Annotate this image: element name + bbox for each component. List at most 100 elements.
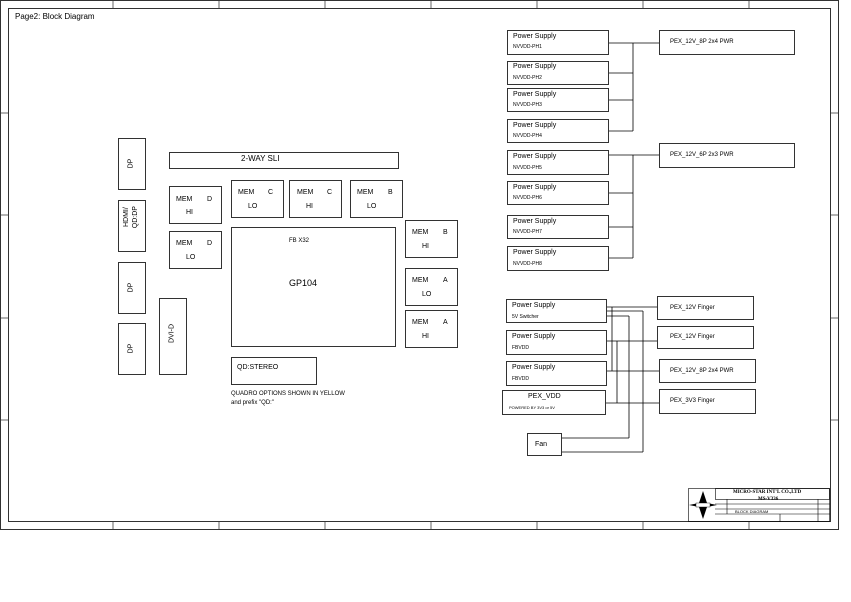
pwr-2x3-box bbox=[659, 143, 795, 168]
hdmi-label-line2: QD:DP bbox=[132, 206, 139, 229]
aux-supply-sub-2: FBVDD bbox=[512, 345, 529, 351]
mem-d-lo-pos: LO bbox=[186, 254, 196, 261]
mem-a-hi-ch: A bbox=[443, 319, 448, 326]
power-phase-box-5 bbox=[507, 150, 609, 175]
pwr-2x4-top-label: PEX_12V_8P 2x4 PWR bbox=[670, 39, 734, 45]
mem-c-lo-ch: C bbox=[268, 189, 274, 196]
sli-box bbox=[169, 152, 399, 169]
pwr-2x4-box bbox=[659, 359, 756, 383]
finger-3v3-label: PEX_3V3 Finger bbox=[670, 398, 715, 404]
mem-d-hi-name: MEM bbox=[176, 196, 193, 203]
mem-c-lo-name: MEM bbox=[238, 189, 255, 196]
power-phase-box-4 bbox=[507, 119, 609, 143]
company-logo-icon bbox=[689, 491, 717, 519]
aux-supply-box-3 bbox=[506, 361, 607, 386]
finger-2-label: PEX_12V Finger bbox=[670, 334, 715, 340]
mem-b-lo-pos: LO bbox=[367, 203, 377, 210]
aux-wiring bbox=[562, 306, 659, 453]
title-block-model: MS-V336 bbox=[758, 497, 779, 502]
dp-label-1: DP bbox=[127, 158, 135, 169]
hdmi-label-line1: HDMI/ bbox=[122, 207, 130, 228]
mem-c-lo-pos: LO bbox=[248, 203, 258, 210]
hdmi-connector bbox=[118, 200, 146, 252]
phase-wiring bbox=[609, 42, 659, 259]
mem-a-lo-name: MEM bbox=[412, 277, 429, 284]
power-phase-sub-1: NVVDD-PH1 bbox=[513, 44, 542, 50]
page-title: Page2: Block Diagram bbox=[15, 12, 95, 21]
finger-2-box bbox=[657, 326, 754, 349]
mem-d-hi-ch: D bbox=[207, 196, 213, 203]
pwr-2x4-top-box bbox=[659, 30, 795, 55]
aux-supply-sub-1: 5V Switcher bbox=[512, 314, 539, 320]
aux-supply-sub-3: FBVDD bbox=[512, 376, 529, 382]
mem-c-lo-box bbox=[231, 180, 284, 218]
pwr-2x4-label: PEX_12V_8P 2x4 PWR bbox=[670, 368, 734, 374]
gpu-fb-label: FB X32 bbox=[289, 238, 310, 244]
power-phase-box-8 bbox=[507, 246, 609, 271]
mem-d-lo-ch: D bbox=[207, 240, 213, 247]
mem-c-hi-box bbox=[289, 180, 342, 218]
mem-d-lo-box bbox=[169, 231, 222, 269]
mem-b-lo-ch: B bbox=[388, 189, 393, 196]
mem-a-hi-name: MEM bbox=[412, 319, 429, 326]
mem-b-hi-name: MEM bbox=[412, 229, 429, 236]
power-phase-label-2: Power Supply bbox=[513, 63, 557, 70]
finger-1-box bbox=[657, 296, 754, 320]
finger-1-label: PEX_12V Finger bbox=[670, 305, 715, 311]
power-phase-sub-7: NVVDD-PH7 bbox=[513, 229, 542, 235]
power-phase-box-1 bbox=[507, 30, 609, 55]
quadro-note-line1: QUADRO OPTIONS SHOWN IN YELLOW bbox=[231, 391, 345, 397]
power-phase-box-2 bbox=[507, 61, 609, 85]
mem-b-hi-ch: B bbox=[443, 229, 448, 236]
mem-a-lo-ch: A bbox=[443, 277, 448, 284]
aux-supply-label-1: Power Supply bbox=[512, 302, 556, 309]
pwr-2x3-label: PEX_12V_6P 2x3 PWR bbox=[670, 152, 734, 158]
mem-c-hi-pos: HI bbox=[306, 203, 313, 210]
mem-a-hi-pos: HI bbox=[422, 333, 429, 340]
dp-connector-1 bbox=[118, 138, 146, 190]
aux-supply-label-3: Power Supply bbox=[512, 364, 556, 371]
power-phase-label-5: Power Supply bbox=[513, 153, 557, 160]
mem-c-hi-ch: C bbox=[327, 189, 333, 196]
mem-c-hi-name: MEM bbox=[297, 189, 314, 196]
mem-b-hi-box bbox=[405, 220, 458, 258]
mem-a-lo-box bbox=[405, 268, 458, 306]
sli-label: 2-WAY SLI bbox=[241, 154, 280, 163]
mem-a-hi-box bbox=[405, 310, 458, 348]
title-block bbox=[688, 488, 830, 522]
power-phase-label-1: Power Supply bbox=[513, 33, 557, 40]
aux-supply-box-2 bbox=[506, 330, 607, 355]
mem-b-lo-name: MEM bbox=[357, 189, 374, 196]
power-phase-sub-8: NVVDD-PH8 bbox=[513, 261, 542, 267]
power-phase-label-3: Power Supply bbox=[513, 91, 557, 98]
pex-vdd-sub: POWERED BY 3V3 or 5V bbox=[509, 405, 555, 410]
title-block-company: MICRO-STAR INT'L CO.,LTD bbox=[733, 490, 802, 495]
power-phase-label-6: Power Supply bbox=[513, 184, 557, 191]
finger-3v3-box bbox=[659, 389, 756, 414]
power-phase-sub-4: NVVDD-PH4 bbox=[513, 133, 542, 139]
dvi-label: DVI-D bbox=[168, 323, 176, 344]
gpu-chip-label: GP104 bbox=[289, 278, 318, 288]
power-phase-sub-3: NVVDD-PH3 bbox=[513, 102, 542, 108]
power-phase-box-7 bbox=[507, 215, 609, 239]
dp-label-3: DP bbox=[127, 343, 135, 354]
pex-vdd-label: PEX_VDD bbox=[528, 393, 561, 400]
power-phase-label-4: Power Supply bbox=[513, 122, 557, 129]
power-phase-sub-6: NVVDD-PH6 bbox=[513, 195, 542, 201]
aux-supply-label-2: Power Supply bbox=[512, 333, 556, 340]
dp-connector-3 bbox=[118, 323, 146, 375]
power-phase-label-8: Power Supply bbox=[513, 249, 557, 256]
mem-d-lo-name: MEM bbox=[176, 240, 193, 247]
mem-b-lo-box bbox=[350, 180, 403, 218]
mem-d-hi-pos: HI bbox=[186, 209, 193, 216]
pex-vdd-box bbox=[502, 390, 606, 415]
power-phase-box-6 bbox=[507, 181, 609, 205]
mem-b-hi-pos: HI bbox=[422, 243, 429, 250]
power-phase-box-3 bbox=[507, 88, 609, 112]
aux-supply-box-1 bbox=[506, 299, 607, 323]
hdmi-label: HDMI/ QD:DP bbox=[122, 192, 140, 242]
inner-border bbox=[8, 8, 831, 522]
dp-connector-2 bbox=[118, 262, 146, 314]
mem-a-lo-pos: LO bbox=[422, 291, 432, 298]
